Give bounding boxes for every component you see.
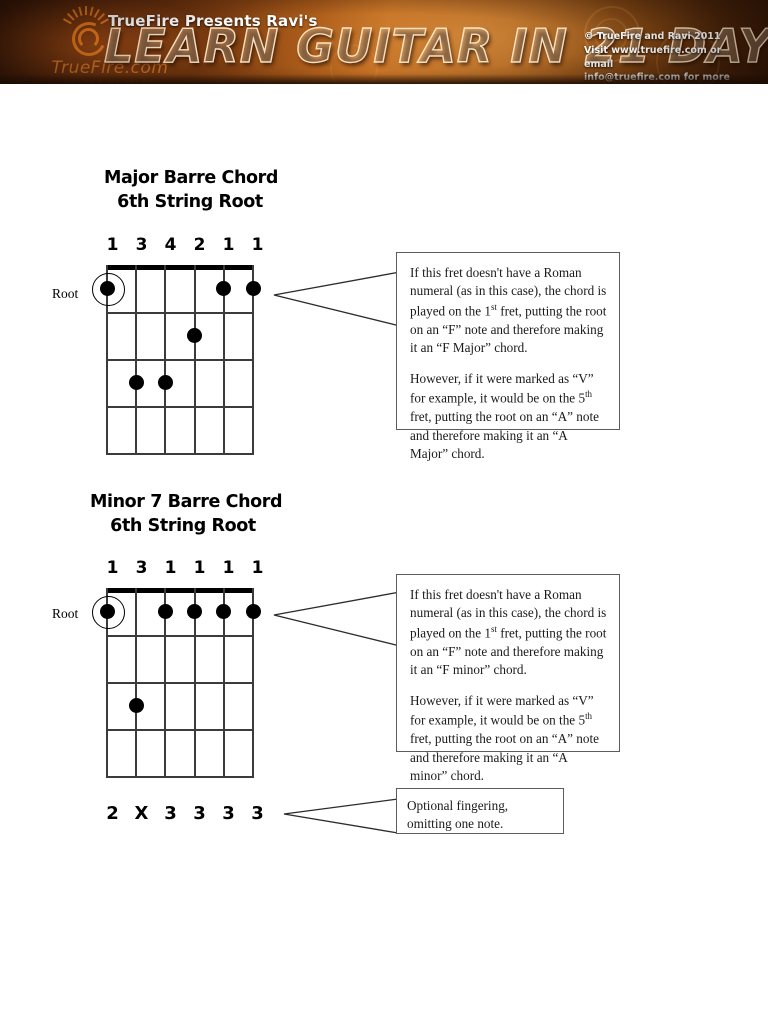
section-2-fingering-row: 1 3 1 1 1 1 xyxy=(98,558,272,578)
section-1-title-line-2: 6th String Root xyxy=(117,192,263,213)
section-1-root-label: Root xyxy=(52,286,79,301)
fretboard-fret-line xyxy=(106,776,254,778)
fingering-number: 3 xyxy=(135,235,148,255)
fingering-number: 1 xyxy=(193,558,206,578)
fretboard-fret-line xyxy=(106,682,254,684)
finger-dot xyxy=(245,604,261,619)
optional-fingering-number: X xyxy=(134,803,149,824)
optional-callout-box: Optional fingering, omitting one note. xyxy=(396,788,564,834)
banner-bottom-fade xyxy=(0,74,768,84)
section-2-title-line-1: Minor 7 Barre Chord xyxy=(90,492,283,512)
fretboard-fret-line xyxy=(106,635,254,637)
finger-dot xyxy=(128,698,144,713)
fingering-number: 3 xyxy=(135,558,148,578)
section-1-callout-para-2: However, if it were marked as “V” for ex… xyxy=(410,370,599,462)
fingering-number: 1 xyxy=(222,558,235,578)
fretboard-nut xyxy=(106,265,254,270)
fingering-number: 1 xyxy=(164,558,177,578)
section-2-chord-diagram xyxy=(91,588,261,778)
copyright-line-1: © TrueFire and Ravi 2011 xyxy=(584,31,721,42)
optional-note-line-2: omitting one note. xyxy=(407,816,504,832)
section-2-callout-box: If this fret doesn't have a Roman numera… xyxy=(396,574,620,783)
section-1-title: Major Barre Chord 6th String Root xyxy=(104,166,279,214)
fretboard-fret-line xyxy=(106,729,254,731)
optional-callout-pointer xyxy=(283,798,399,834)
copyright-line-2: Visit www.truefire.com or email xyxy=(584,44,722,70)
fretboard-fret-line xyxy=(106,359,254,361)
fingering-number: 4 xyxy=(164,235,177,255)
optional-fingering-number: 2 xyxy=(106,803,119,824)
fingering-number: 1 xyxy=(106,558,119,578)
root-note-ring xyxy=(91,273,125,306)
finger-dot xyxy=(128,375,144,390)
section-1-chord-diagram xyxy=(91,265,261,455)
optional-fingering-number: 3 xyxy=(193,803,206,824)
section-2-callout-pointer xyxy=(273,591,401,647)
fretboard-fret-line xyxy=(106,406,254,408)
fingering-number: 1 xyxy=(251,558,264,578)
optional-fingering-row: 2 X 3 3 3 3 xyxy=(98,803,272,824)
banner-title: LEARN GUITAR IN 21 DAYS xyxy=(103,19,768,73)
section-2-root-label: Root xyxy=(52,606,79,621)
optional-note-line-1: Optional fingering, xyxy=(407,798,509,813)
fretboard-fret-line xyxy=(106,453,254,455)
fingering-number: 1 xyxy=(222,235,235,255)
optional-fingering-number: 3 xyxy=(222,803,235,824)
finger-dot xyxy=(187,604,203,619)
fretboard-nut xyxy=(106,588,254,593)
finger-dot xyxy=(99,281,115,296)
finger-dot xyxy=(245,281,261,296)
root-note-ring xyxy=(91,596,125,629)
section-1-title-line-1: Major Barre Chord xyxy=(104,168,279,188)
finger-dot xyxy=(216,281,232,296)
fingering-number: 1 xyxy=(251,235,264,255)
fingering-number: 2 xyxy=(193,235,206,255)
section-1-callout-para-1: If this fret doesn't have a Roman numera… xyxy=(410,265,607,356)
section-2-title-line-2: 6th String Root xyxy=(110,516,256,537)
section-2-callout-para-2: However, if it were marked as “V” for ex… xyxy=(410,692,599,784)
finger-dot xyxy=(157,375,173,390)
finger-dot xyxy=(99,604,115,619)
section-1-fingering-row: 1 3 4 2 1 1 xyxy=(98,235,272,255)
finger-dot xyxy=(187,328,203,343)
section-1-callout-pointer xyxy=(273,271,401,327)
finger-dot xyxy=(216,604,232,619)
section-2-title: Minor 7 Barre Chord 6th String Root xyxy=(90,490,283,538)
finger-dot xyxy=(157,604,173,619)
optional-fingering-number: 3 xyxy=(251,803,264,824)
optional-fingering-number: 3 xyxy=(164,803,177,824)
page-banner: TrueFire.com ignited we stand TrueFire P… xyxy=(0,0,768,84)
fretboard-fret-line xyxy=(106,312,254,314)
section-2-callout-para-1: If this fret doesn't have a Roman numera… xyxy=(410,587,607,678)
section-1-callout-box: If this fret doesn't have a Roman numera… xyxy=(396,252,620,461)
fingering-number: 1 xyxy=(106,235,119,255)
